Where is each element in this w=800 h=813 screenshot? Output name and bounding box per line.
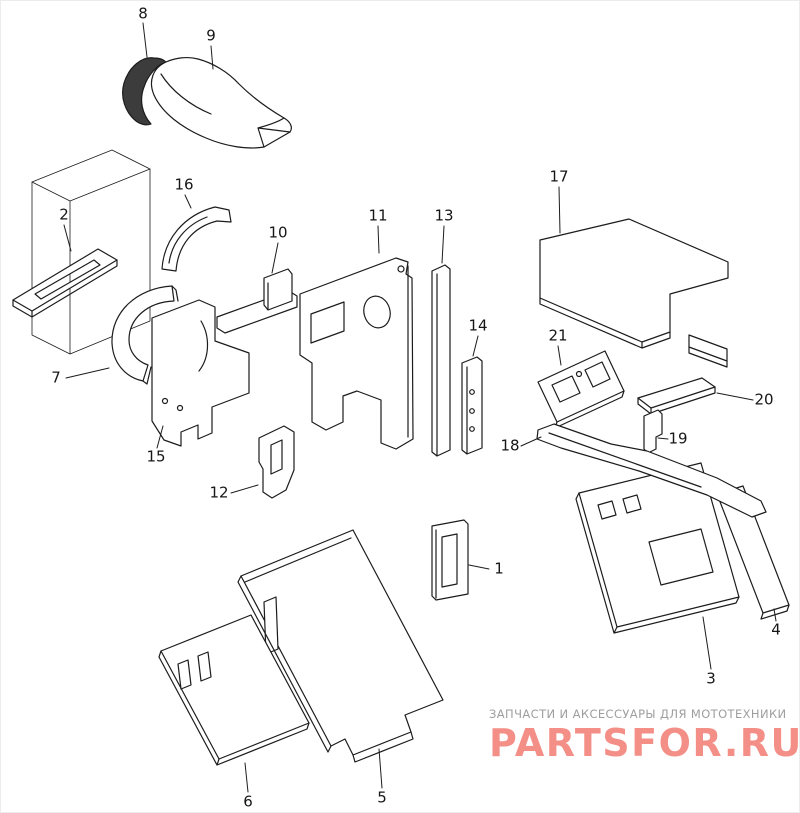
watermark: ЗАПЧАСТИ И АКСЕССУАРЫ ДЛЯ МОТОТЕХНИКИ PA…: [489, 707, 800, 765]
box-wireframe: [31, 149, 151, 355]
part-18-blade-strip: [536, 423, 767, 518]
part-19-clip: [643, 409, 663, 454]
callout-18: 18: [500, 436, 520, 455]
callout-14: 14: [468, 316, 488, 335]
callout-6: 6: [243, 792, 253, 811]
watermark-brand: PARTSFOR.RU: [489, 721, 800, 765]
callout-5: 5: [377, 788, 387, 807]
part-15-bracket: [151, 290, 298, 447]
callout-9: 9: [206, 26, 216, 45]
part-14-hole-strip: [461, 356, 483, 455]
part-1-small-frame: [431, 519, 469, 601]
part-6-panel: [158, 614, 310, 766]
callout-20: 20: [754, 390, 774, 409]
part-7-half-ring: [111, 285, 179, 385]
part-21-slotted-plate: [537, 350, 625, 429]
part-20-strip: [637, 377, 716, 415]
callout-15: 15: [146, 447, 166, 466]
callout-2: 2: [59, 205, 69, 224]
part-13-thin-strip: [431, 264, 451, 457]
part-11-panel: [299, 257, 414, 450]
part-5-large-panel: [237, 529, 444, 763]
callout-16: 16: [174, 175, 194, 194]
part-2-gasket-frame: [12, 248, 118, 318]
callout-21: 21: [548, 326, 568, 345]
callout-3: 3: [706, 669, 716, 688]
part-17-top-panel: [539, 218, 729, 368]
watermark-tagline: ЗАПЧАСТИ И АКСЕССУАРЫ ДЛЯ МОТОТЕХНИКИ: [489, 707, 787, 721]
callout-19: 19: [668, 429, 688, 448]
callout-12: 12: [209, 483, 229, 502]
callout-7: 7: [51, 368, 61, 387]
part-9-air-duct: [150, 56, 292, 149]
part-12-slotted-bracket: [258, 425, 295, 499]
part-10-small-plate: [263, 268, 293, 311]
callout-10: 10: [268, 223, 288, 242]
leader-lines: [63, 22, 777, 793]
part-3-panel: [575, 462, 740, 634]
part-16-arch-bracket: [161, 206, 232, 272]
callout-13: 13: [434, 206, 454, 225]
callout-4: 4: [771, 620, 781, 639]
callout-1: 1: [494, 559, 504, 578]
callout-8: 8: [138, 4, 148, 23]
callout-11: 11: [368, 206, 388, 225]
callout-17: 17: [549, 167, 569, 186]
